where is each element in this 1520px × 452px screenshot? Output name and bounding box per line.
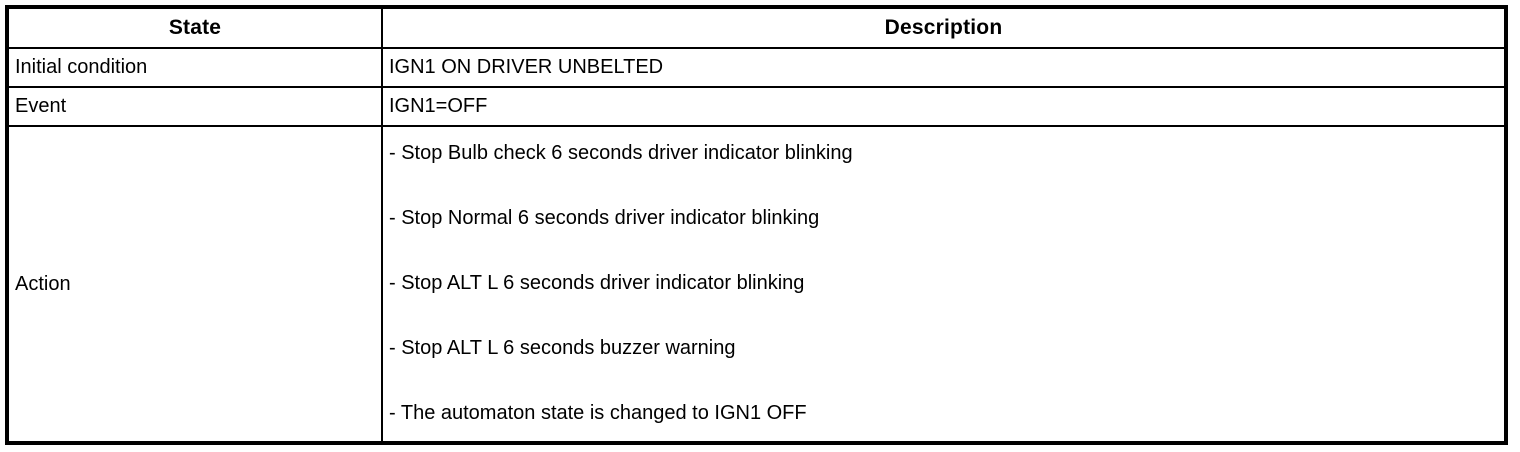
table-header-row: State Description bbox=[6, 6, 1507, 49]
table-row-event: Event IGN1=OFF bbox=[6, 86, 1507, 127]
event-value: IGN1=OFF bbox=[381, 86, 1507, 127]
table-row-action: Action - Stop Bulb check 6 seconds drive… bbox=[6, 125, 1507, 444]
action-line: - Stop ALT L 6 seconds driver indicator … bbox=[389, 272, 805, 294]
action-line: - Stop Bulb check 6 seconds driver indic… bbox=[389, 142, 853, 164]
event-label: Event bbox=[6, 86, 383, 127]
action-line: - Stop Normal 6 seconds driver indicator… bbox=[389, 207, 820, 229]
state-column-header: State bbox=[6, 6, 383, 49]
action-label: Action bbox=[6, 125, 383, 444]
table-row-initial-condition: Initial condition IGN1 ON DRIVER UNBELTE… bbox=[6, 47, 1507, 88]
action-line: - Stop ALT L 6 seconds buzzer warning bbox=[389, 337, 736, 359]
initial-condition-value: IGN1 ON DRIVER UNBELTED bbox=[381, 47, 1507, 88]
action-line: - The automaton state is changed to IGN1… bbox=[389, 402, 807, 424]
description-column-header: Description bbox=[381, 6, 1507, 49]
state-description-table: State Description Initial condition IGN1… bbox=[5, 5, 1508, 445]
initial-condition-label: Initial condition bbox=[6, 47, 383, 88]
action-description-cell: - Stop Bulb check 6 seconds driver indic… bbox=[381, 125, 1507, 444]
